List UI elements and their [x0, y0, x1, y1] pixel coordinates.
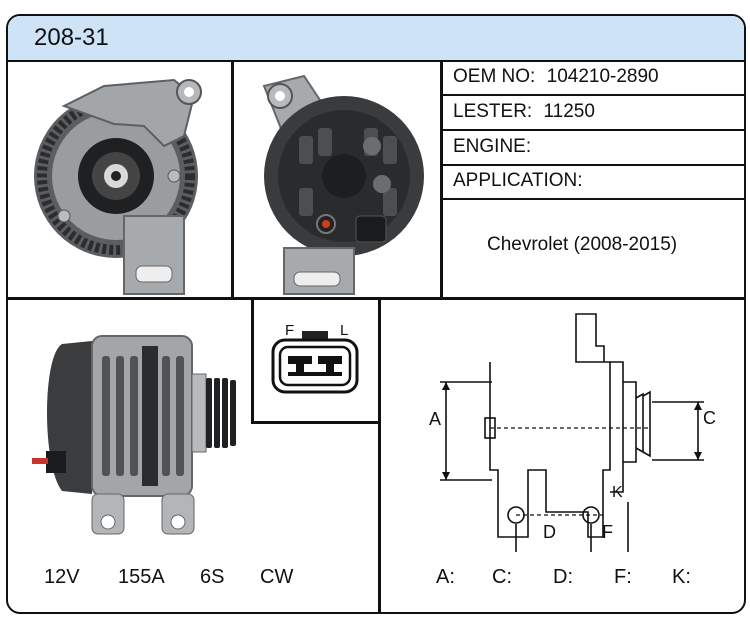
- connector-plug-icon: [271, 331, 359, 394]
- dimension-c-label: C: [703, 408, 716, 428]
- dimension-a-label: A: [429, 409, 442, 429]
- divider: [231, 60, 234, 298]
- dim-c-field: C:: [492, 566, 512, 588]
- dimension-f-label: F: [602, 522, 613, 542]
- dimension-diagram: [440, 313, 704, 552]
- part-number: 208-31: [34, 24, 109, 51]
- divider: [251, 298, 254, 422]
- title-bar: 208-31: [8, 16, 744, 62]
- alternator-front-photo: [34, 78, 202, 295]
- dimension-d-label: D: [543, 522, 556, 542]
- alternator-rear-photo: [262, 74, 424, 295]
- connector-pin-f-label: F: [285, 322, 295, 339]
- divider: [378, 298, 381, 612]
- product-card: 208-31 OEM NO: 104210-2890 LESTER: 11250…: [6, 14, 746, 614]
- application-value: Chevrolet (2008-2015): [487, 234, 678, 255]
- lester-label: LESTER:: [453, 101, 533, 122]
- divider: [441, 164, 744, 166]
- divider: [441, 129, 744, 131]
- divider: [251, 421, 379, 424]
- dim-f-field: F:: [614, 566, 632, 588]
- divider: [441, 198, 744, 200]
- dim-k-field: K:: [672, 566, 691, 588]
- rotation-spec: CW: [260, 566, 294, 588]
- divider: [8, 297, 744, 300]
- alternator-side-photo: [32, 335, 236, 535]
- dimension-k-label: K: [612, 484, 623, 501]
- oem-value: 104210-2890: [546, 66, 659, 87]
- amperage-spec: 155A: [118, 566, 165, 588]
- oem-label: OEM NO:: [453, 66, 536, 87]
- application-label: APPLICATION:: [453, 170, 583, 191]
- voltage-spec: 12V: [44, 566, 80, 588]
- lester-row: LESTER: 11250: [453, 101, 595, 123]
- dim-d-field: D:: [553, 566, 573, 588]
- connector-pin-l-label: L: [340, 322, 349, 339]
- pulley-spec: 6S: [200, 566, 225, 588]
- divider: [440, 60, 443, 298]
- divider: [441, 94, 744, 96]
- oem-row: OEM NO: 104210-2890: [453, 66, 659, 88]
- engine-label: ENGINE:: [453, 136, 532, 157]
- lester-value: 11250: [543, 101, 595, 122]
- dim-a-field: A:: [436, 566, 455, 588]
